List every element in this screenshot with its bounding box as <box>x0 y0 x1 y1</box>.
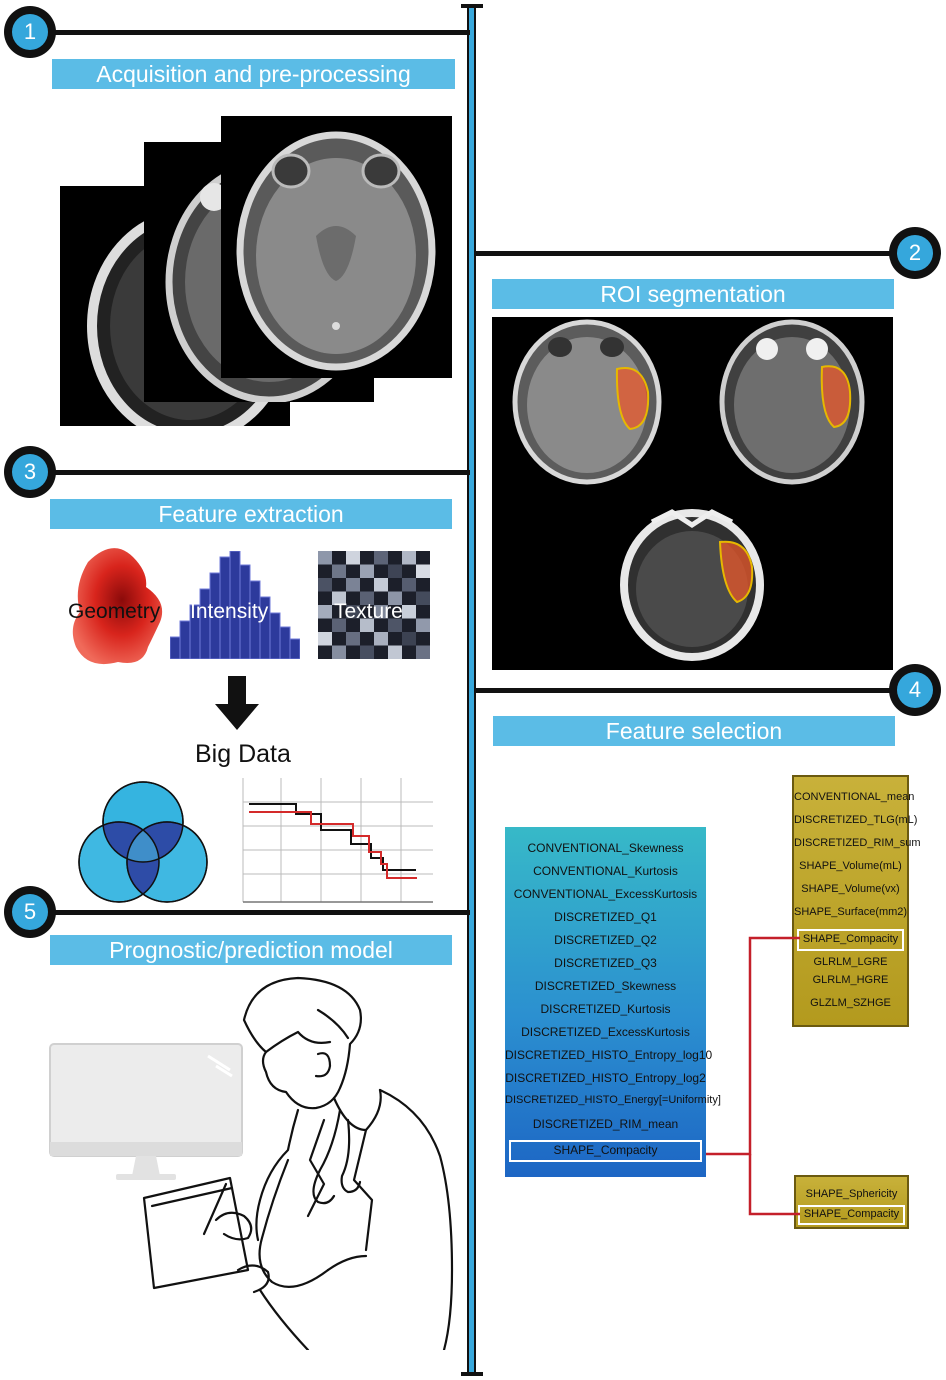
selected-feature-item: SHAPE_Surface(mm2) <box>794 906 908 918</box>
monitor-icon <box>49 1043 243 1180</box>
timeline-cap-bottom <box>461 1372 483 1376</box>
texture-matrix-icon <box>318 551 430 659</box>
feature-item: DISCRETIZED_HISTO_Energy[=Uniformity] <box>505 1094 721 1106</box>
selected-feature-item: GLRLM_HGRE <box>812 974 889 986</box>
feature-item: CONVENTIONAL_Skewness <box>527 841 684 855</box>
intensity-label: Intensity <box>190 600 269 623</box>
step-2-connector <box>476 251 916 256</box>
selected-feature-item: DISCRETIZED_TLG(mL) <box>794 814 918 826</box>
step-3-title: Feature extraction <box>50 499 452 529</box>
geometry-shape-icon <box>72 548 163 665</box>
roi-scan-ct <box>620 509 764 661</box>
step-4-connector <box>476 688 916 693</box>
step-3-connector <box>30 470 470 475</box>
step-2-title: ROI segmentation <box>492 279 894 309</box>
doctor-illustration <box>49 976 454 1350</box>
selection-links <box>706 936 800 1216</box>
timeline-axis <box>467 6 476 1376</box>
selected-feature-item: SHAPE_Sphericity <box>805 1188 898 1200</box>
feature-item: DISCRETIZED_Skewness <box>534 979 677 993</box>
step-4-badge: 4 <box>889 664 941 716</box>
step-2-badge: 2 <box>889 227 941 279</box>
step-1-number: 1 <box>12 14 48 50</box>
feature-item: DISCRETIZED_Q3 <box>554 956 657 970</box>
roi-segmentation-panel <box>492 317 893 670</box>
step-1-badge: 1 <box>4 6 56 58</box>
step-3-badge: 3 <box>4 446 56 498</box>
step-3-number: 3 <box>12 454 48 490</box>
step-5-badge: 5 <box>4 886 56 938</box>
selected-feature-item-highlighted: SHAPE_Compacity <box>798 1205 905 1225</box>
selected-feature-item-highlighted: SHAPE_Compacity <box>797 929 904 951</box>
step-5-number: 5 <box>12 894 48 930</box>
intensity-histogram-icon <box>170 551 300 659</box>
selected-feature-item: GLZLM_SZHGE <box>810 997 891 1009</box>
feature-item: CONVENTIONAL_ExcessKurtosis <box>513 887 698 901</box>
step-5-connector <box>30 910 470 915</box>
geometry-label: Geometry <box>68 600 161 623</box>
texture-label: Texture <box>334 600 403 623</box>
step-1-title: Acquisition and pre-processing <box>52 59 455 89</box>
step-4-title: Feature selection <box>493 716 895 746</box>
candidate-feature-list: CONVENTIONAL_Skewness CONVENTIONAL_Kurto… <box>505 827 721 1177</box>
feature-item: DISCRETIZED_Kurtosis <box>540 1002 671 1016</box>
selected-feature-item: DISCRETIZED_RIM_sum <box>794 837 921 849</box>
selected-feature-item: CONVENTIONAL_mean <box>794 791 915 803</box>
selected-feature-list-bottom: SHAPE_Sphericity SHAPE_Compacity <box>794 1175 909 1229</box>
feature-item: DISCRETIZED_ExcessKurtosis <box>521 1025 690 1039</box>
feature-item: DISCRETIZED_Q1 <box>554 910 657 924</box>
feature-item-highlighted: SHAPE_Compacity <box>509 1140 702 1162</box>
feature-item: CONVENTIONAL_Kurtosis <box>533 864 678 878</box>
big-data-label: Big Data <box>195 740 291 768</box>
feature-item: DISCRETIZED_HISTO_Entropy_log10 <box>505 1048 713 1062</box>
venn-diagram-icon <box>78 781 208 903</box>
down-arrow-icon <box>215 676 259 730</box>
roi-scan-t2 <box>719 319 865 485</box>
feature-item: DISCRETIZED_HISTO_Entropy_log2 <box>505 1071 706 1085</box>
timeline-cap-top <box>461 4 483 8</box>
step-2-number: 2 <box>897 235 933 271</box>
selected-feature-item: SHAPE_Volume(mL) <box>799 860 902 872</box>
feature-item: DISCRETIZED_RIM_mean <box>532 1117 679 1131</box>
feature-item: DISCRETIZED_Q2 <box>554 933 657 947</box>
step-4-number: 4 <box>897 672 933 708</box>
selected-feature-item: SHAPE_Volume(vx) <box>801 883 900 895</box>
step-1-connector <box>30 30 470 35</box>
roi-scan-t1 <box>512 319 662 485</box>
step-5-title: Prognostic/prediction model <box>50 935 452 965</box>
selected-feature-list-top: CONVENTIONAL_mean DISCRETIZED_TLG(mL) DI… <box>792 775 921 1027</box>
t1-slice-front <box>221 116 452 378</box>
selected-feature-item: GLRLM_LGRE <box>813 956 888 968</box>
survival-curve-icon <box>242 778 433 903</box>
